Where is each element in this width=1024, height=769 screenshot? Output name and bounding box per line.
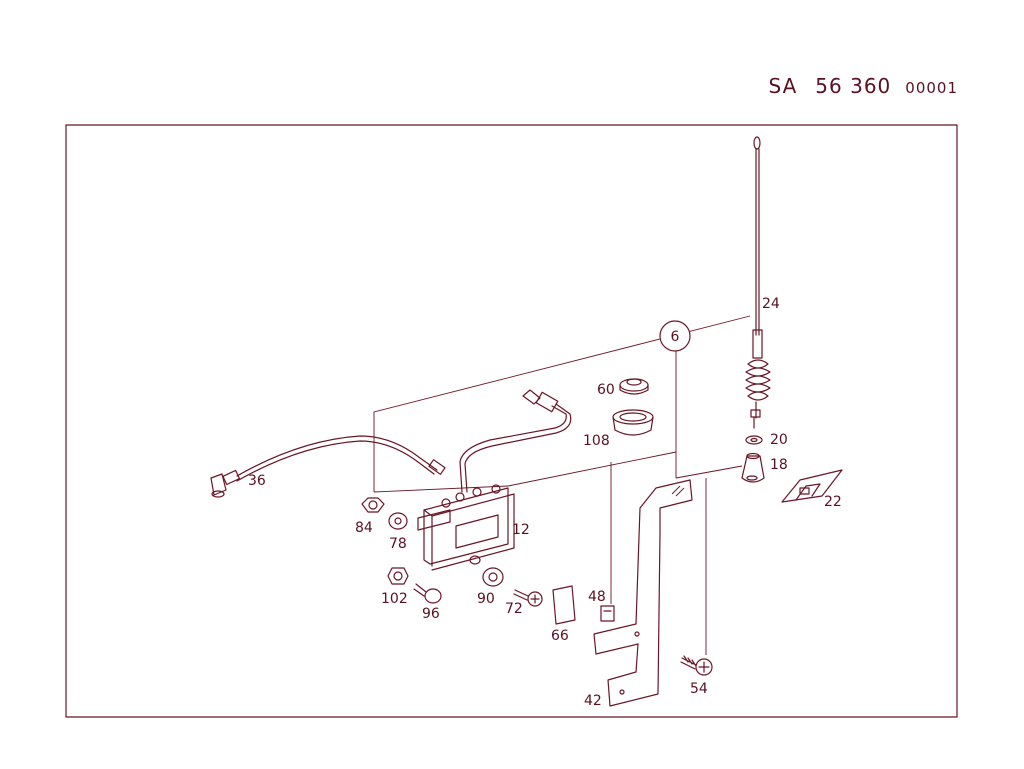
part-label-90: 90 (477, 591, 495, 607)
callout-6-label: 6 (671, 329, 680, 345)
bracket-42 (593, 479, 693, 707)
drawing-suffix: 00001 (905, 79, 958, 97)
grommet-108 (612, 409, 654, 436)
part-labels: 24 60 108 20 18 22 36 84 78 12 102 96 90… (248, 296, 842, 709)
part-label-72: 72 (505, 601, 523, 617)
callout-6: 6 (659, 320, 691, 352)
part-label-60: 60 (597, 382, 615, 398)
part-label-12: 12 (512, 522, 530, 538)
clip-48 (600, 605, 615, 622)
nut-84 (361, 497, 385, 513)
part-label-42: 42 (584, 693, 602, 709)
part-label-102: 102 (381, 591, 408, 607)
amplifier-module-12 (417, 484, 515, 571)
washer-20 (745, 435, 763, 445)
washer-78 (388, 512, 408, 530)
part-label-78: 78 (389, 536, 407, 552)
part-label-54: 54 (690, 681, 708, 697)
screw-72 (513, 589, 543, 607)
part-label-22: 22 (824, 494, 842, 510)
nut-102 (387, 567, 409, 585)
diagram-frame (65, 124, 958, 718)
cone-nut-18 (741, 452, 765, 483)
part-label-18: 18 (770, 457, 788, 473)
part-label-84: 84 (355, 520, 373, 536)
drawing-prefix: SA (768, 74, 798, 98)
amplifier-cable (459, 389, 572, 493)
antenna-mast (745, 136, 771, 429)
drawing-main-number: 56 360 (815, 74, 892, 98)
part-label-36: 36 (248, 473, 266, 489)
mounting-panel-outline (373, 315, 751, 655)
clip-22 (781, 469, 843, 503)
washer-90 (482, 567, 504, 587)
ring-60 (619, 378, 649, 395)
drawing-number: SA 56 360 00001 (769, 74, 958, 98)
part-label-66: 66 (551, 628, 569, 644)
part-label-96: 96 (422, 606, 440, 622)
screw-54 (680, 655, 713, 676)
pad-66 (552, 585, 576, 625)
part-label-20: 20 (770, 432, 788, 448)
antenna-cable-36 (210, 435, 446, 498)
part-label-108: 108 (583, 433, 610, 449)
bolt-96 (413, 583, 442, 604)
part-label-24: 24 (762, 296, 780, 312)
part-label-48: 48 (588, 589, 606, 605)
